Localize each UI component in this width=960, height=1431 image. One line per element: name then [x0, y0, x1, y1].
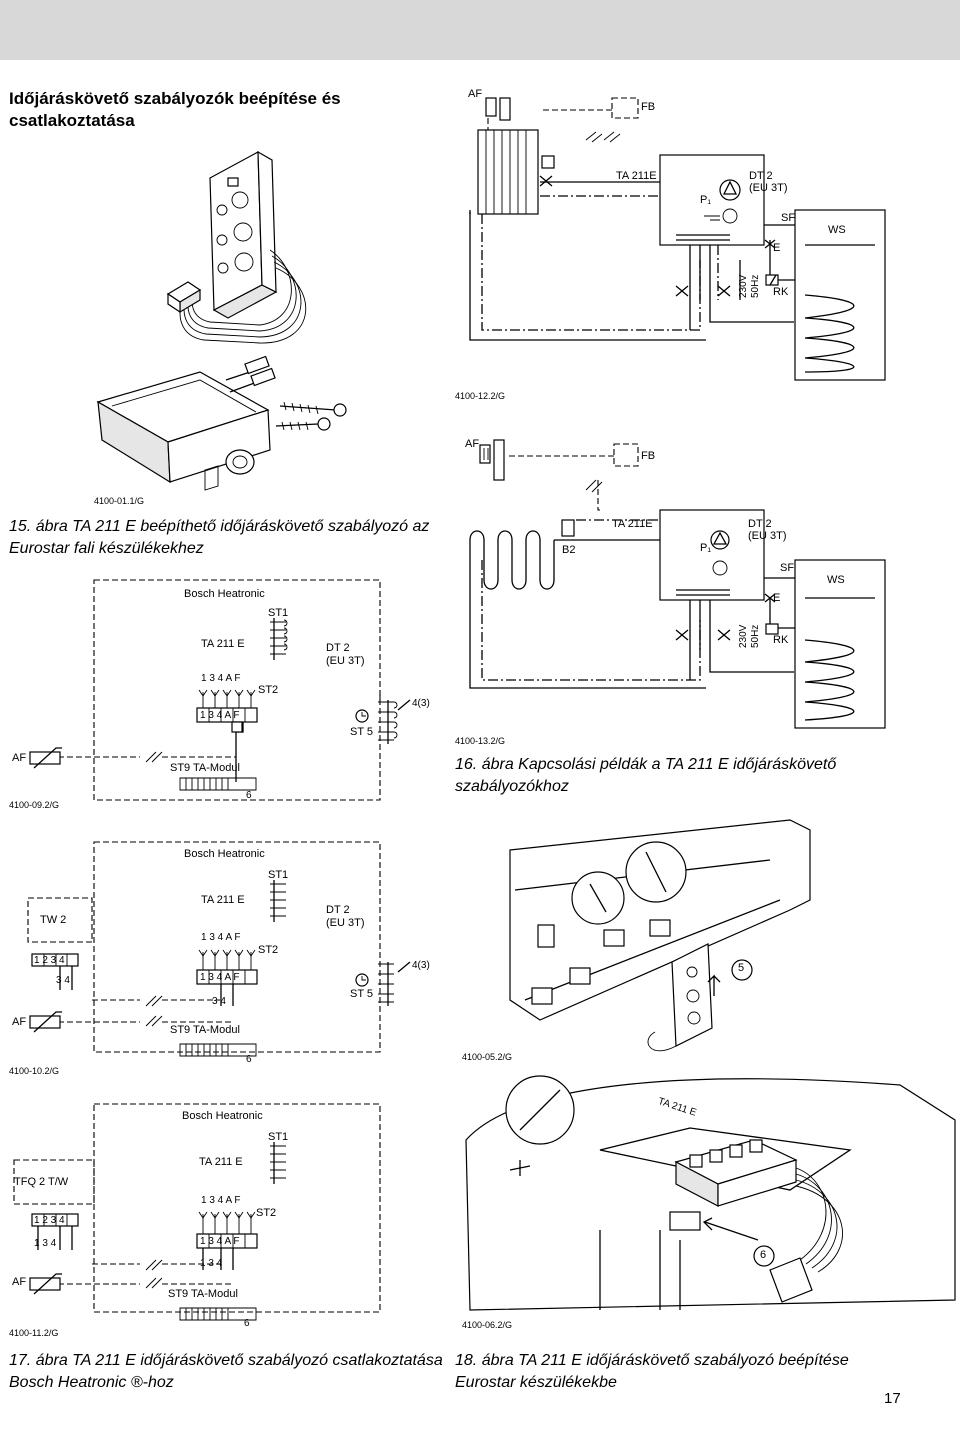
label-ta211e-a: TA 211 E	[201, 638, 245, 650]
fig16-ref-top: 4100-12.2/G	[455, 391, 506, 401]
label-230v-top: 230V	[738, 274, 749, 298]
label-dt2-bottom: DT 2	[748, 518, 772, 530]
label-ws-top: WS	[828, 224, 846, 236]
fig15-caption: 15. ábra TA 211 E beépíthető időjárásköv…	[9, 518, 430, 557]
label-af-c: AF	[12, 1276, 27, 1288]
label-six-c: 6	[244, 1318, 250, 1329]
radiator-drawing	[477, 97, 539, 215]
label-terminals-box-b: 1 3 4 A F	[200, 972, 240, 983]
label-bosch-a: Bosch Heatronic	[184, 588, 265, 600]
label-b2: B2	[562, 544, 576, 556]
boiler-panel-drawing	[509, 819, 811, 1052]
label-st9-c: ST9 TA-Modul	[168, 1288, 238, 1300]
label-st9-a: ST9 TA-Modul	[170, 762, 240, 774]
label-dt2-a: DT 2	[326, 642, 350, 654]
fig17-ref-b: 4100-10.2/G	[9, 1066, 60, 1076]
label-tw2: TW 2	[40, 914, 67, 926]
page-number: 17	[884, 1390, 901, 1407]
fig18-ref-b: 4100-06.2/G	[462, 1320, 513, 1330]
label-four3-b: 4(3)	[412, 960, 430, 971]
label-ta211e-top: TA 211E	[616, 170, 657, 182]
label-bosch-b: Bosch Heatronic	[184, 848, 265, 860]
label-af-top: AF	[468, 88, 483, 100]
label-1234-c: 1 2 3 4	[34, 1215, 65, 1226]
label-134-c: 1 3 4	[34, 1238, 57, 1249]
label-34-b-module: 3 4	[212, 996, 226, 1007]
wall-box-drawing	[96, 371, 271, 491]
label-p1-bottom: P₁	[700, 542, 712, 554]
label-st1-a: ST1	[268, 607, 289, 619]
label-terminals-b: 1 3 4 A F	[201, 932, 241, 943]
label-six-b: 6	[246, 1054, 252, 1065]
label-134-c-module: 1 3 4	[200, 1258, 223, 1269]
label-callout-5: 5	[738, 962, 745, 974]
schematic-floor-heating	[469, 439, 886, 729]
fig18-caption: 18. ábra TA 211 E időjáráskövető szabály…	[455, 1352, 849, 1391]
controller-panel-drawing	[166, 150, 307, 344]
label-af-b: AF	[12, 1016, 27, 1028]
top-header-bar	[0, 0, 960, 60]
module-closeup-drawing	[465, 1075, 956, 1311]
label-rk-top: RK	[773, 286, 789, 298]
label-50hz-bottom: 50Hz	[750, 624, 761, 648]
fig18-ref-a: 4100-05.2/G	[462, 1052, 513, 1062]
label-e-bottom: E	[773, 592, 781, 604]
label-rk-bottom: RK	[773, 634, 789, 646]
label-ta211e-c: TA 211 E	[199, 1156, 243, 1168]
label-eu3t-b: (EU 3T)	[326, 917, 365, 929]
label-e-top: E	[773, 242, 781, 254]
fig17-ref-c: 4100-11.2/G	[9, 1328, 59, 1338]
label-terminals-box-a: 1 3 4 A F	[200, 710, 240, 721]
fig16-caption: 16. ábra Kapcsolási példák a TA 211 E id…	[455, 756, 837, 795]
label-fb-top: FB	[641, 101, 656, 113]
label-callout-6: 6	[760, 1249, 767, 1261]
label-terminals-c: 1 3 4 A F	[201, 1195, 241, 1206]
label-ta211e-stamp: TA 211 E	[656, 1096, 698, 1119]
schematic-radiator	[469, 97, 886, 381]
fig17-ref-a: 4100-09.2/G	[9, 800, 60, 810]
label-eu3t-bottom: (EU 3T)	[748, 530, 787, 542]
label-st1-b: ST1	[268, 869, 289, 881]
screws-drawing	[225, 355, 347, 431]
label-1234-b: 1 2 3 4	[34, 955, 65, 966]
label-af-bottom: AF	[465, 438, 480, 450]
fig16-ref-bottom: 4100-13.2/G	[455, 736, 506, 746]
fig15-ref: 4100-01.1/G	[94, 496, 145, 506]
label-34-b: 3 4	[56, 975, 70, 986]
label-st2-c: ST2	[256, 1207, 277, 1219]
label-ta211e-b: TA 211 E	[201, 894, 245, 906]
page-heading: Időjáráskövető szabályozók beépítése és …	[9, 89, 341, 130]
label-terminals-box-c: 1 3 4 A F	[200, 1236, 240, 1247]
label-st9-b: ST9 TA-Modul	[170, 1024, 240, 1036]
label-st5-a: ST 5	[350, 726, 374, 738]
label-af-a: AF	[12, 752, 27, 764]
label-st5-b: ST 5	[350, 988, 374, 1000]
label-eu3t-a: (EU 3T)	[326, 655, 365, 667]
label-bosch-c: Bosch Heatronic	[182, 1110, 263, 1122]
label-dt2-top: DT 2	[749, 170, 773, 182]
label-230v-bottom: 230V	[738, 624, 749, 648]
label-st2-a: ST2	[258, 684, 279, 696]
label-ws-bottom: WS	[827, 574, 845, 586]
label-six-a: 6	[246, 790, 252, 801]
label-st1-c: ST1	[268, 1131, 289, 1143]
label-dt2-b: DT 2	[326, 904, 350, 916]
label-p1-top: P₁	[700, 194, 712, 206]
fig17-caption: 17. ábra TA 211 E időjáráskövető szabály…	[9, 1352, 443, 1391]
label-sf-top: SF	[781, 212, 796, 224]
label-terminals-a: 1 3 4 A F	[201, 673, 241, 684]
label-eu3t-top: (EU 3T)	[749, 182, 788, 194]
label-50hz-top: 50Hz	[750, 274, 761, 298]
label-tfq: TFQ 2 T/W	[14, 1176, 69, 1188]
label-fb-bottom: FB	[641, 450, 656, 462]
label-four3-a: 4(3)	[412, 698, 430, 709]
label-st2-b: ST2	[258, 944, 279, 956]
label-sf-bottom: SF	[780, 562, 795, 574]
label-ta211e-bottom: TA 211E	[612, 518, 653, 530]
